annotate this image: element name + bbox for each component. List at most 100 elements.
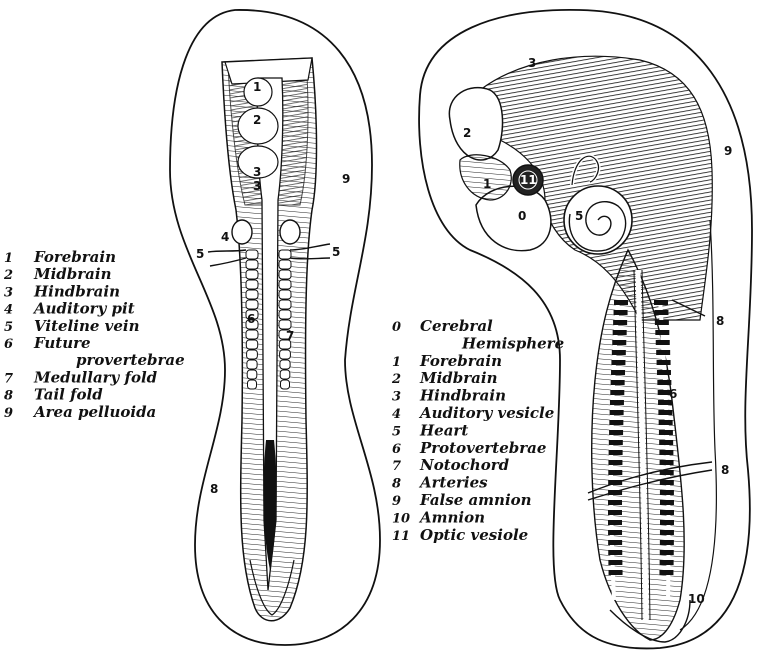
legend-label: Viteline vein	[34, 317, 139, 335]
marker-hindbrain-b: 3	[253, 179, 261, 193]
legend-label: Heart	[419, 421, 468, 439]
somite	[610, 410, 624, 415]
marker-tail-fold: 8	[210, 482, 218, 496]
somite	[656, 350, 670, 355]
legend-number: 8	[392, 477, 401, 492]
legend-label: Midbrain	[419, 369, 498, 387]
marker-artery-lower: 8	[721, 463, 729, 477]
legend-number: 3	[392, 390, 401, 405]
marker-forebrain: 1	[483, 177, 491, 191]
marker-midbrain: 2	[463, 126, 471, 140]
legend-number: 5	[4, 320, 13, 335]
somite	[660, 560, 674, 565]
somite	[246, 260, 258, 269]
somite	[660, 520, 674, 525]
somite	[279, 290, 291, 299]
marker-medullary-fold: 7	[286, 329, 294, 343]
marker-artery-upper: 8	[716, 314, 724, 328]
somite	[280, 360, 290, 369]
legend-number: 6	[392, 442, 401, 457]
somite	[279, 320, 291, 329]
somite	[654, 310, 668, 315]
somite	[247, 360, 257, 369]
marker-protovertebrae: 6	[669, 387, 677, 401]
somite	[279, 270, 291, 279]
marker-cerebral-hemisphere: 0	[518, 209, 526, 223]
somite	[247, 350, 258, 359]
somite	[246, 340, 257, 349]
somite	[608, 510, 622, 515]
somite	[246, 290, 258, 299]
somite	[281, 380, 290, 389]
legend-label: Forebrain	[33, 248, 116, 266]
somite	[656, 340, 670, 345]
legend-label: False amnion	[419, 491, 532, 509]
legend-number: 10	[392, 511, 410, 526]
somite	[660, 500, 674, 505]
legend-label: Hindbrain	[33, 282, 120, 300]
somite	[659, 450, 673, 455]
somite	[659, 430, 673, 435]
legend-number: 0	[392, 320, 401, 335]
legend-label: Auditory pit	[32, 300, 135, 318]
somite	[660, 460, 674, 465]
somite	[280, 370, 290, 379]
legend-number: 6	[4, 337, 13, 352]
legend-label: Protovertebrae	[419, 439, 546, 457]
somite	[657, 370, 671, 375]
somite	[608, 550, 622, 555]
legend-number: 9	[4, 406, 13, 421]
legend-number: 8	[4, 389, 13, 404]
legend-label: Area pelluoida	[32, 403, 156, 421]
legend-number: 11	[392, 529, 410, 544]
somite	[614, 300, 628, 305]
somite	[279, 280, 291, 289]
somite	[608, 460, 622, 465]
somite	[247, 370, 257, 379]
marker-midbrain: 2	[253, 113, 261, 127]
legend-label: Tail fold	[34, 386, 103, 404]
legend-number: 1	[392, 355, 401, 370]
somite	[608, 540, 622, 545]
marker-forebrain: 1	[253, 80, 261, 94]
somite	[246, 330, 258, 339]
marker-hindbrain: 3	[528, 56, 536, 70]
somite	[657, 360, 671, 365]
auditory-pit-right	[280, 220, 300, 244]
somite	[613, 330, 627, 335]
somite	[660, 540, 674, 545]
somite	[657, 380, 671, 385]
legend-label: Auditory vesicle	[418, 404, 554, 422]
marker-false-amnion: 9	[724, 144, 732, 158]
somite	[279, 260, 291, 269]
somite	[660, 550, 674, 555]
somite	[608, 470, 622, 475]
somite	[611, 370, 625, 375]
legend-label: Arteries	[418, 474, 488, 492]
somite	[611, 380, 625, 385]
legend-number: 5	[392, 424, 401, 439]
legend-label: Optic vesiole	[420, 526, 528, 544]
legend-number: 7	[392, 459, 401, 474]
somite	[608, 530, 622, 535]
somite	[609, 440, 623, 445]
somite	[655, 320, 669, 325]
somite	[609, 420, 623, 425]
somite	[608, 560, 622, 565]
somite	[610, 400, 624, 405]
somite	[658, 410, 672, 415]
somite	[279, 310, 291, 319]
somite	[611, 360, 625, 365]
marker-provertebrae: 6	[247, 312, 255, 326]
somite	[659, 420, 673, 425]
legend-right: 0CerebralHemisphere1Forebrain2Midbrain3H…	[391, 317, 564, 544]
legend-label: Notochord	[419, 456, 510, 474]
legend-number: 7	[4, 371, 13, 386]
legend-number: 4	[392, 407, 401, 422]
legend-number: 1	[4, 251, 13, 266]
marker-hindbrain-a: 3	[253, 165, 261, 179]
marker-viteline-vein-left: 5	[196, 247, 204, 261]
legend-number: 9	[392, 494, 401, 509]
